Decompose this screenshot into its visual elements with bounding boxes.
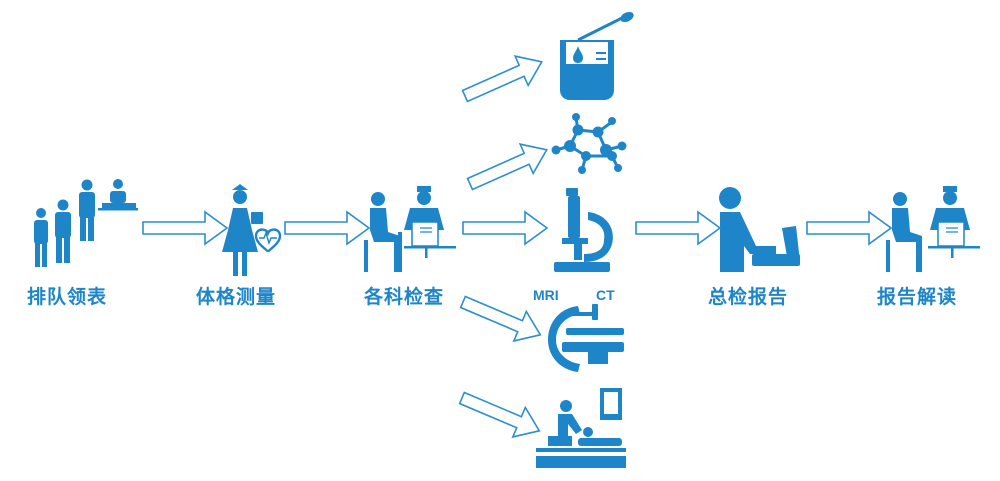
step-label-measure: 体格测量: [196, 286, 277, 308]
doctor-patient-icon: [364, 186, 456, 272]
arrow-microscope-to-step4: [635, 211, 721, 245]
arrow-step4-to-step5: [806, 211, 892, 245]
step-label-summary: 总检报告: [708, 286, 789, 308]
doctor-patient-consult-icon: [886, 186, 980, 272]
lab-beaker-icon: [560, 11, 634, 100]
microscope-icon: [554, 188, 613, 272]
molecule-icon: [551, 113, 627, 174]
doctor-computer-icon: [719, 187, 800, 272]
ct-scanner-icon: [548, 304, 624, 372]
step-label-exams: 各科检查: [364, 286, 445, 308]
queue-people-icon: [34, 179, 138, 267]
physical-therapy-icon: [536, 388, 626, 468]
arrow-step3-to-microscope: [462, 211, 548, 245]
arrow-step3-to-molecule: [462, 134, 555, 200]
step-label-queue: 排队领表: [27, 286, 108, 308]
ct-label: CT: [596, 287, 615, 303]
arrow-step3-to-beaker: [457, 46, 550, 112]
mri-label: MRI: [533, 287, 559, 303]
arrow-step3-to-therapy: [454, 382, 547, 447]
arrow-step2-to-step3: [284, 211, 370, 245]
arrow-step1-to-step2: [142, 211, 228, 245]
nurse-heart-icon: [222, 184, 282, 276]
step-label-interpret: 报告解读: [877, 286, 958, 308]
